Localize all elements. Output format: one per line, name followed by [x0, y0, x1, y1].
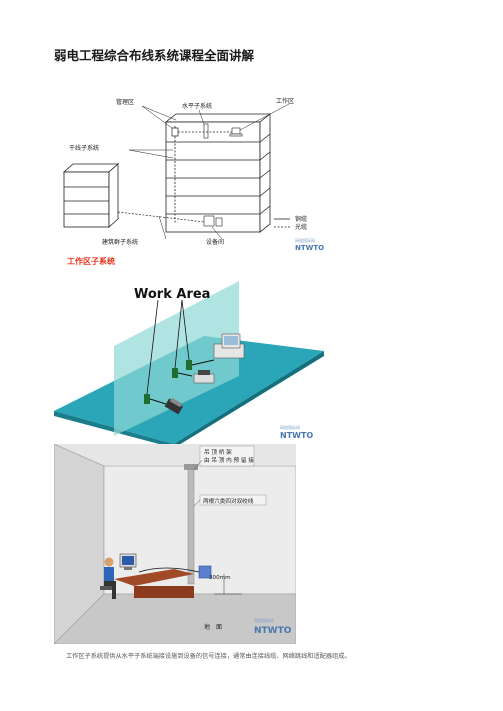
- outlet-icon-3: [186, 360, 192, 370]
- svg-text:NTWTO: NTWTO: [280, 431, 313, 440]
- desk-icon: [114, 569, 194, 598]
- workstation-icon: [229, 127, 243, 137]
- monitor-icon: [119, 553, 137, 570]
- cabling-system-diagram: 管理区 水平子系统 工作区 干线子系统 铜缆 光缆 建筑群子系统 设备间 网络国…: [54, 84, 324, 256]
- work-area-illustration: Work Area 网络国际网 NTWTO: [54, 276, 324, 448]
- backbone-subsystem-label: 干线子系统: [69, 144, 99, 152]
- horizontal-subsystem-label: 水平子系统: [182, 102, 212, 110]
- floor-label: 地 面: [204, 623, 222, 631]
- management-area-label: 管理区: [116, 98, 134, 106]
- svg-text:NTWTO: NTWTO: [254, 626, 292, 636]
- svg-text:NTWTO: NTWTO: [295, 244, 324, 252]
- svg-text:网络国际网: 网络国际网: [280, 424, 300, 430]
- ceiling-entry-label: 由 吊 顶 内 预 留 接: [204, 456, 254, 464]
- watermark-logo: 网络国际网 NTWTO: [295, 237, 324, 252]
- cable-conduit: [187, 467, 195, 585]
- watermark-logo: 网络国际网 NTWTO: [254, 617, 292, 636]
- height-label: 300mm: [209, 575, 231, 581]
- outlet-icon-2: [172, 368, 178, 378]
- work-area-svg: Work Area 网络国际网 NTWTO: [54, 281, 324, 448]
- svg-text:网络国际网: 网络国际网: [295, 237, 315, 243]
- watermark-logo: 网络国际网 NTWTO: [280, 424, 313, 440]
- person-icon: [100, 557, 116, 599]
- building-complex-subsystem-label: 建筑群子系统: [102, 238, 138, 246]
- room-installation-illustration: 吊 顶 桥 架 由 吊 顶 内 预 留 接 两根六类四对双绞线 300mm 地 …: [53, 443, 297, 645]
- cable-spec-label: 两根六类四对双绞线: [203, 497, 254, 505]
- small-building: [62, 163, 120, 228]
- equipment-room-label: 设备间: [206, 238, 224, 246]
- computer-icon: [213, 333, 245, 359]
- room-svg: 吊 顶 桥 架 由 吊 顶 内 预 留 接 两根六类四对双绞线 300mm 地 …: [53, 443, 297, 645]
- phone-icon: [164, 397, 183, 415]
- equipment-room-icon: [203, 215, 223, 227]
- campus-cable: [117, 211, 205, 223]
- page-title: 弱电工程综合布线系统课程全面讲解: [54, 48, 255, 63]
- telecom-closet: [171, 127, 179, 137]
- caption-text: 工作区子系统提供从水平子系统端接设施到设备的信号连接，通常由连接线缆、网络跳线和…: [66, 653, 351, 660]
- cabling-system-svg: 管理区 水平子系统 工作区 干线子系统 铜缆 光缆 建筑群子系统 设备间 网络国…: [62, 97, 324, 252]
- main-building: [164, 113, 272, 233]
- svg-text:网络国际网: 网络国际网: [254, 617, 274, 623]
- section-heading: 工作区子系统: [67, 257, 115, 266]
- work-area-title: Work Area: [134, 287, 210, 302]
- fiber-optic-label: 光缆: [295, 223, 307, 231]
- ceiling-tray-label: 吊 顶 桥 架: [204, 448, 232, 456]
- outlet-icon: [144, 394, 150, 404]
- work-area-label: 工作区: [276, 97, 294, 105]
- printer-icon: [193, 370, 215, 384]
- copper-cable-label: 铜缆: [295, 215, 307, 223]
